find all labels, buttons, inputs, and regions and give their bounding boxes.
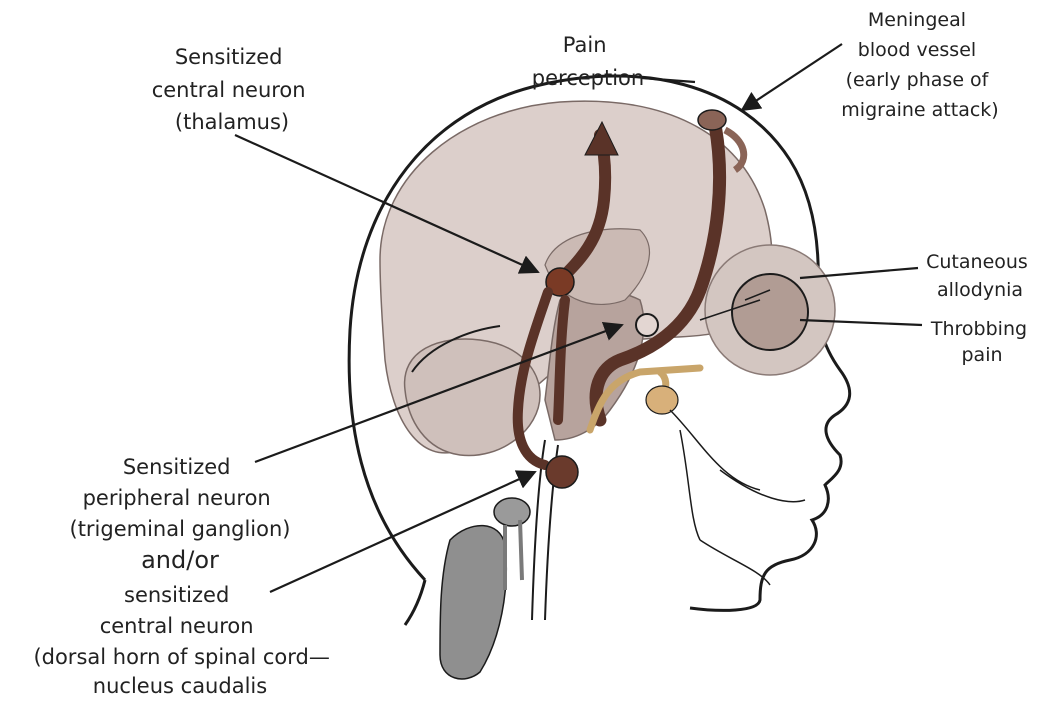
dorsal-root <box>505 520 522 590</box>
dorsal-root-ganglion <box>494 498 530 526</box>
label-andor: and/or <box>141 546 219 574</box>
leader-meningeal <box>742 44 842 110</box>
trigeminal-ganglion-cell <box>636 314 658 336</box>
label-pain-perception: Pain perception <box>532 33 644 90</box>
label-meningeal: Meningeal blood vessel (early phase of m… <box>841 9 998 121</box>
label-throbbing: Throbbing pain <box>930 318 1033 366</box>
label-central-spinal: sensitized central neuron (dorsal horn o… <box>33 583 336 698</box>
neck-line <box>405 580 425 625</box>
label-peripheral: Sensitized peripheral neuron (trigeminal… <box>70 455 291 541</box>
facial-nerve-branches <box>670 410 805 585</box>
trigeminal-ganglion <box>646 386 678 414</box>
nucleus-caudalis-neuron <box>546 456 578 488</box>
neck-tissue <box>440 526 506 679</box>
label-cutaneous: Cutaneous allodynia <box>926 251 1034 301</box>
eye-ball <box>732 274 808 350</box>
label-thalamus: Sensitized central neuron (thalamus) <box>152 45 313 134</box>
vessel-top <box>698 110 726 130</box>
